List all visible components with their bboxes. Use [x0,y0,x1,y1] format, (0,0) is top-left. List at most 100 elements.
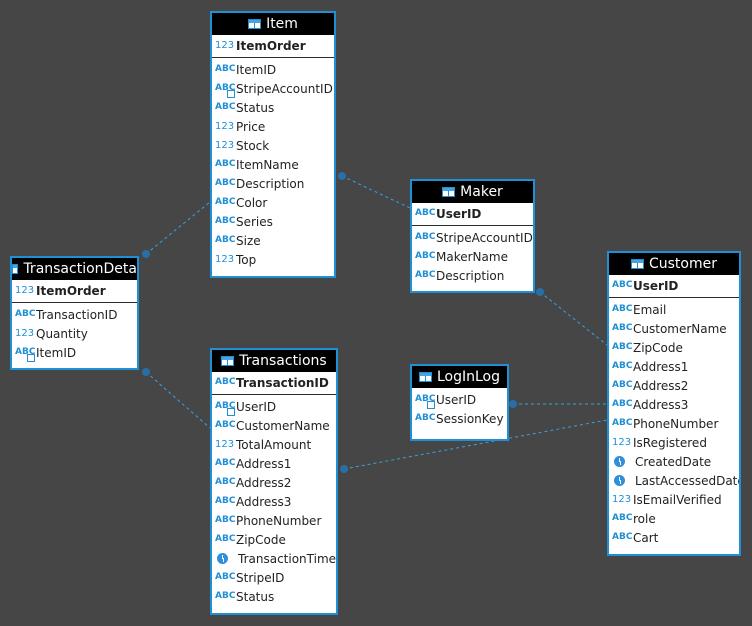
column-name: LastAccessedDate [635,473,741,488]
text-type-icon: ABC [215,64,236,74]
relationship-transactions-customer[interactable] [340,419,608,473]
entity-header[interactable]: Customer [609,253,739,275]
text-type-icon: ABC [215,534,236,544]
number-type-icon: 123 [215,121,235,132]
table-icon [12,264,19,274]
text-type-icon: ABC [215,572,236,582]
column-name: Address1 [236,456,292,471]
entity-header[interactable]: Transactions [212,350,336,372]
relationship-loginlog-customer[interactable] [509,400,607,408]
column-name: ZipCode [633,340,683,355]
relationship-transactiondetail-transactions[interactable] [142,368,211,429]
entity-header[interactable]: TransactionDeta [12,258,137,280]
text-foreign-key-icon: ABC [15,348,35,362]
column-name: Cart [633,530,659,545]
column-name: SessionKey [436,411,504,426]
column-name: Email [633,302,667,317]
text-type-icon: ABC [215,591,236,601]
number-type-icon: 123 [612,494,632,505]
column-name: Status [236,100,275,115]
column-row[interactable]: CreatedDate [609,452,739,471]
entity-header[interactable]: LogInLog [412,366,507,388]
column-row[interactable]: LastAccessedDate [609,471,739,490]
key-marker-icon [427,401,435,409]
entity-header[interactable]: Item [212,13,334,35]
text-type-icon: ABC [612,380,633,390]
column-row[interactable]: TransactionTime [212,549,336,568]
relationship-item-transactiondetail[interactable] [142,201,211,258]
text-type-icon: ABC [415,413,436,423]
column-name: UserID [633,278,679,293]
number-type-icon: 123 [215,140,235,151]
column-name: UserID [436,392,477,407]
text-foreign-key-icon: ABC [215,402,235,416]
relationship-maker-customer[interactable] [536,288,608,346]
text-type-icon: ABC [612,361,633,371]
table-icon [221,356,235,366]
text-type-icon: ABC [215,515,236,525]
entity-header[interactable]: Maker [412,181,533,203]
relationship-item-maker[interactable] [338,172,411,209]
column-name: IsRegistered [633,435,707,450]
column-name: ItemOrder [36,283,106,298]
text-type-icon: ABC [612,280,633,290]
